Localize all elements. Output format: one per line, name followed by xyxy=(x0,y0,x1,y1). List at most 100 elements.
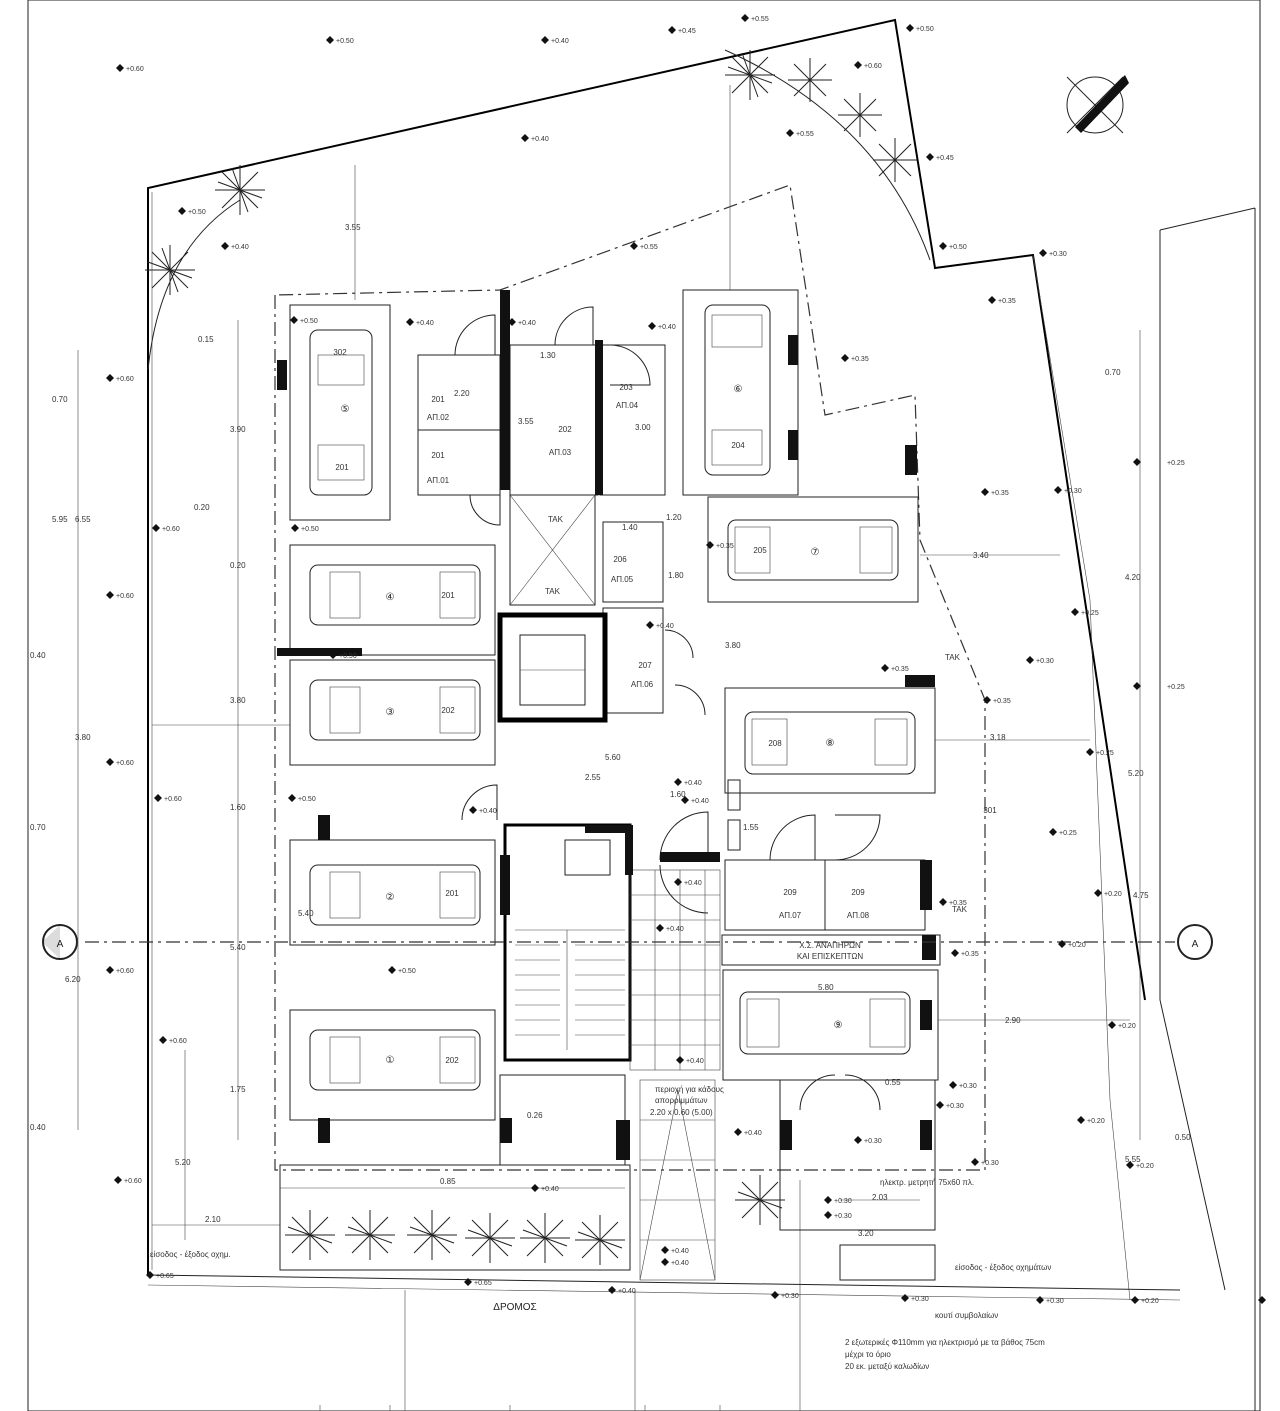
level-mark: +0.30 xyxy=(1036,658,1054,665)
bottom-note: 2 εξωτερικές Φ110mm για ηλεκτρισμό με τα… xyxy=(845,1338,1045,1347)
level-mark: +0.50 xyxy=(301,526,319,533)
room-code: 204 xyxy=(731,441,745,450)
room-code: 202 xyxy=(558,425,572,434)
storage-block xyxy=(721,779,941,966)
level-mark: +0.20 xyxy=(1104,891,1122,898)
level-mark: +0.40 xyxy=(671,1260,689,1267)
dimension-texts: 0.15 0.70 3.90 0.20 5.95 0.20 3.80 0.40 … xyxy=(30,223,1191,1238)
unit-labels: ΑΠ.01 ΑΠ.02 ΑΠ.03 ΑΠ.04 ΑΠ.05 ΑΠ.06 ΑΠ.0… xyxy=(427,401,870,920)
paved-area xyxy=(629,869,721,1281)
dimension: 1.40 xyxy=(622,523,638,532)
unit-label: ΑΠ.03 xyxy=(549,448,572,457)
level-mark: +0.40 xyxy=(618,1288,636,1295)
level-mark: +0.40 xyxy=(231,244,249,251)
tak-label: ΤΑΚ xyxy=(545,587,561,596)
dimension-lines xyxy=(77,85,1141,1240)
parking-bay xyxy=(289,304,391,521)
dimension: 0.20 xyxy=(230,561,246,570)
unit-label: ΑΠ.06 xyxy=(631,680,654,689)
unit-label: ΑΠ.07 xyxy=(779,911,802,920)
sheet-border xyxy=(27,0,1261,1411)
dimension: 5.40 xyxy=(298,909,314,918)
dimension: 0.40 xyxy=(30,1123,46,1132)
dimension: 2.20 xyxy=(454,389,470,398)
level-mark: +0.25 xyxy=(1081,610,1099,617)
level-mark: +0.35 xyxy=(961,951,979,958)
meter-label: ηλεκτρ. μετρητή 75x60 πλ. xyxy=(880,1178,974,1187)
dimension: 6.55 xyxy=(75,515,91,524)
dimension: 3.00 xyxy=(635,423,651,432)
level-mark: +0.35 xyxy=(891,666,909,673)
level-mark: +0.50 xyxy=(949,244,967,251)
entrance-block xyxy=(499,1074,936,1281)
level-mark: +0.50 xyxy=(339,653,357,660)
level-mark: +0.60 xyxy=(116,376,134,383)
dimension: 0.70 xyxy=(1105,368,1121,377)
plant-icons xyxy=(145,50,917,1265)
dimension: 1.55 xyxy=(743,823,759,832)
dimension: 1.60 xyxy=(670,790,686,799)
level-mark: +0.50 xyxy=(298,796,316,803)
level-mark: +0.40 xyxy=(684,880,702,887)
dimension: 5.40 xyxy=(230,943,246,952)
level-mark: +0.25 xyxy=(1167,684,1185,691)
storage-label: Χ.Σ. ΑΝΑΠΗΡΩΝ xyxy=(799,941,861,950)
dimension: 0.85 xyxy=(440,1177,456,1186)
dimension: 2.10 xyxy=(205,1215,221,1224)
level-mark: +0.25 xyxy=(1167,460,1185,467)
level-mark: +0.20 xyxy=(1068,942,1086,949)
parking-bay xyxy=(724,687,936,794)
level-mark: +0.35 xyxy=(991,490,1009,497)
level-mark: +0.40 xyxy=(686,1058,704,1065)
parking-bay xyxy=(682,289,799,496)
level-mark: +0.60 xyxy=(116,968,134,975)
dimension: 3.55 xyxy=(518,417,534,426)
room-code: 203 xyxy=(619,383,633,392)
level-mark: +0.60 xyxy=(126,66,144,73)
unit-label: ΑΠ.05 xyxy=(611,575,634,584)
parking-bay xyxy=(289,839,496,946)
dimension: 6.20 xyxy=(65,975,81,984)
dimension: 0.50 xyxy=(1175,1133,1191,1142)
level-mark: +0.40 xyxy=(684,780,702,787)
level-mark: +0.55 xyxy=(640,244,658,251)
level-mark: +0.40 xyxy=(551,38,569,45)
parking-number: ① xyxy=(386,1055,395,1066)
room-code: 201 xyxy=(441,591,455,600)
level-mark: +0.65 xyxy=(156,1273,174,1280)
level-mark: +0.55 xyxy=(751,16,769,23)
dimension: 5.20 xyxy=(175,1158,191,1167)
dimension: 3.80 xyxy=(75,733,91,742)
level-mark: +0.20 xyxy=(1087,1118,1105,1125)
dimension: 3.18 xyxy=(990,733,1006,742)
columns xyxy=(277,335,936,1143)
parking-number: ⑥ xyxy=(734,384,743,395)
dimension: 0.70 xyxy=(30,823,46,832)
level-mark: +0.50 xyxy=(336,38,354,45)
parking-number-labels: ⑤ ④ ③ ② ① ⑥ ⑦ ⑧ ⑨ xyxy=(341,384,843,1066)
entrance-label-right: είσοδος - έξοδος οχημάτων xyxy=(955,1263,1051,1272)
room-code: 207 xyxy=(638,661,652,670)
level-mark: +0.30 xyxy=(834,1213,852,1220)
dimension: 3.80 xyxy=(230,696,246,705)
tak-label: ΤΑΚ xyxy=(952,905,968,914)
zone-note: απορριμμάτων xyxy=(655,1096,708,1105)
level-mark: +0.50 xyxy=(188,209,206,216)
dimension: 5.55 xyxy=(1125,1155,1141,1164)
level-mark: +0.50 xyxy=(300,318,318,325)
room-code: 205 xyxy=(753,546,767,555)
section-marker-right: A xyxy=(1177,924,1213,960)
dimension: 5.60 xyxy=(605,753,621,762)
door-swings xyxy=(454,306,881,1111)
level-mark: +0.40 xyxy=(518,320,536,327)
dimension: 4.75 xyxy=(1133,891,1149,900)
dimension: 3.80 xyxy=(725,641,741,650)
parking-number: ⑦ xyxy=(811,547,820,558)
bottom-note: 20 εκ. μεταξύ καλωδίων xyxy=(845,1362,929,1371)
level-markers: +0.60 +0.50 +0.40 +0.45 +0.55 +0.50 +0.6… xyxy=(106,14,1266,1305)
room-code: 302 xyxy=(333,348,347,357)
section-marker-text: A xyxy=(57,939,64,950)
level-mark: +0.45 xyxy=(936,155,954,162)
level-mark: +0.30 xyxy=(1049,251,1067,258)
